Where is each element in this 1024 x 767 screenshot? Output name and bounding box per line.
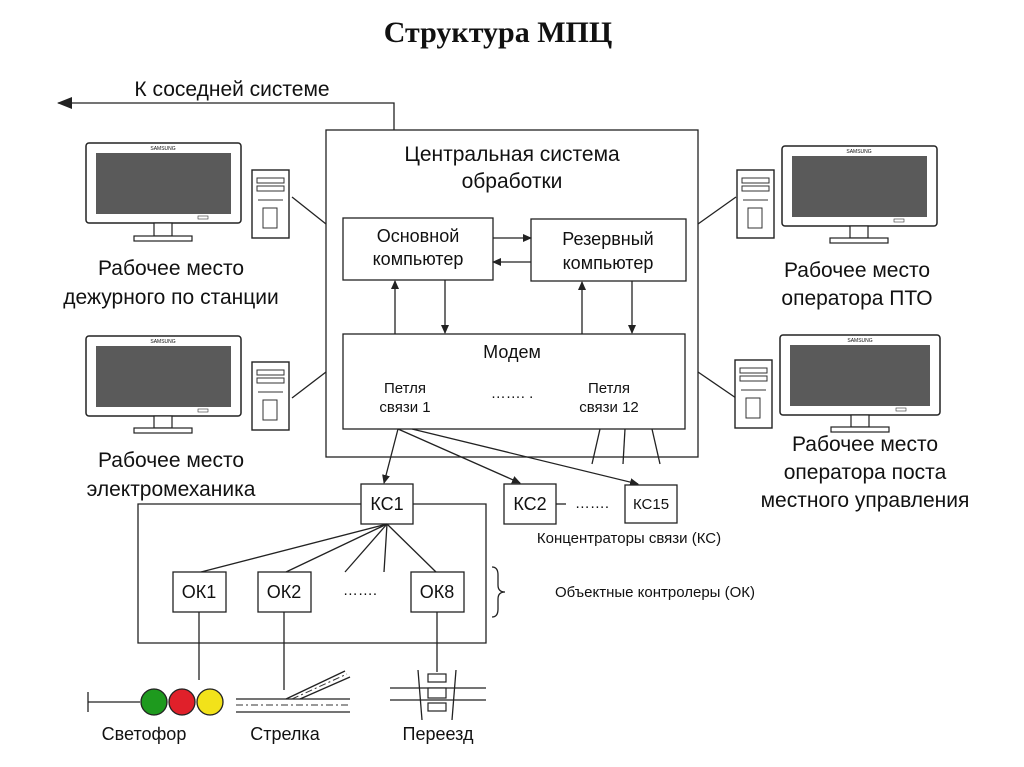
link-duty-workstation [291, 196, 327, 225]
loop12-line-a [591, 428, 601, 465]
crossing-label: Переезд [403, 724, 474, 744]
central-title-line1: Центральная система [404, 143, 620, 166]
loop12-line-b [622, 428, 626, 465]
link-modem-ks1 [382, 428, 399, 484]
main-computer [342, 217, 494, 281]
local-label-line1: Рабочее место [792, 433, 938, 456]
loop1-line2: связи 1 [379, 399, 430, 416]
ks15-label: КС15 [633, 496, 669, 513]
traffic-signal-icon [87, 688, 224, 716]
local-label-line3: местного управления [761, 489, 970, 512]
modem [342, 333, 686, 430]
loop12-line-c [651, 428, 661, 465]
link-ks1-ok1 [200, 523, 388, 573]
duty-label-line1: Рабочее место [98, 257, 244, 280]
electro-workstation: SAMSUNG [85, 335, 290, 434]
concentrators-label: Концентраторы связи (КС) [537, 530, 721, 547]
monitor-screen [792, 156, 927, 217]
local-control-workstation: SAMSUNG [734, 334, 941, 433]
link-ks1-ok2 [285, 523, 388, 573]
local-label-line2: оператора поста [784, 461, 947, 484]
system-unit-icon [251, 169, 290, 239]
signal-red-lamp [168, 688, 196, 716]
link-modem-ks2 [397, 428, 521, 484]
controllers-brace [491, 566, 506, 618]
ks1-label: КС1 [370, 494, 403, 514]
loop12-line2: связи 12 [579, 399, 639, 416]
backup-computer-line1: Резервный [562, 229, 653, 249]
ok8-label: ОК8 [420, 582, 455, 602]
link-local-workstation [697, 371, 737, 399]
pto-label-line2: оператора ПТО [781, 287, 932, 310]
link-modem-ks15 [411, 428, 639, 486]
monitor-brand: SAMSUNG [847, 338, 872, 344]
link-electro-workstation [291, 371, 327, 399]
monitor-brand: SAMSUNG [150, 146, 175, 152]
signal-yellow-lamp [196, 688, 224, 716]
electro-label-line2: электромеханика [87, 478, 256, 501]
ok-dots: ……. [343, 582, 377, 599]
loop1-line1: Петля [384, 380, 426, 397]
loop12-line1: Петля [588, 380, 630, 397]
ks2-box [503, 483, 557, 525]
system-unit-icon [734, 359, 773, 429]
central-title-line2: обработки [462, 170, 563, 193]
main-computer-line1: Основной [377, 226, 460, 246]
level-crossing-icon [390, 669, 486, 721]
main-computer-line2: компьютер [373, 249, 464, 269]
pto-label-line1: Рабочее место [784, 259, 930, 282]
system-unit-icon [251, 361, 290, 431]
link-ks1-ok-mid1 [344, 523, 388, 573]
ok2-label: ОК2 [267, 582, 302, 602]
link-ks1-ok-mid2 [383, 523, 388, 573]
electro-label-line1: Рабочее место [98, 449, 244, 472]
signal-green-lamp [140, 688, 168, 716]
controllers-label: Объектные контролеры (ОК) [555, 584, 755, 601]
ok8-box [410, 571, 465, 613]
backup-computer-line2: компьютер [563, 253, 654, 273]
switch-label: Стрелка [250, 724, 320, 744]
neighbor-system-label: К соседней системе [134, 78, 329, 101]
backup-computer [530, 218, 687, 282]
modem-label: Модем [483, 342, 541, 362]
link-ks1-ok8 [386, 523, 437, 573]
ks1-box [360, 483, 414, 525]
ks-dots: ……. [575, 495, 609, 512]
ks15-box [624, 484, 678, 524]
railroad-switch-icon [236, 670, 351, 713]
loop-dots: ……. . [491, 385, 534, 402]
neighbor-system-arrow [57, 97, 395, 130]
signal-label: Светофор [102, 724, 187, 744]
monitor-brand: SAMSUNG [150, 339, 175, 345]
monitor-screen [96, 346, 231, 407]
duty-label-line2: дежурного по станции [63, 286, 278, 309]
link-pto-workstation [697, 196, 737, 225]
monitor-screen [790, 345, 930, 406]
ks2-label: КС2 [513, 494, 546, 514]
page-title: Структура МПЦ [384, 16, 612, 49]
ks1-loop-wire [137, 503, 487, 644]
monitor-screen [96, 153, 231, 214]
pto-workstation: SAMSUNG [736, 145, 938, 244]
ok1-label: ОК1 [182, 582, 217, 602]
duty-workstation: SAMSUNG [85, 142, 290, 242]
system-unit-icon [736, 169, 775, 239]
monitor-brand: SAMSUNG [846, 149, 871, 155]
